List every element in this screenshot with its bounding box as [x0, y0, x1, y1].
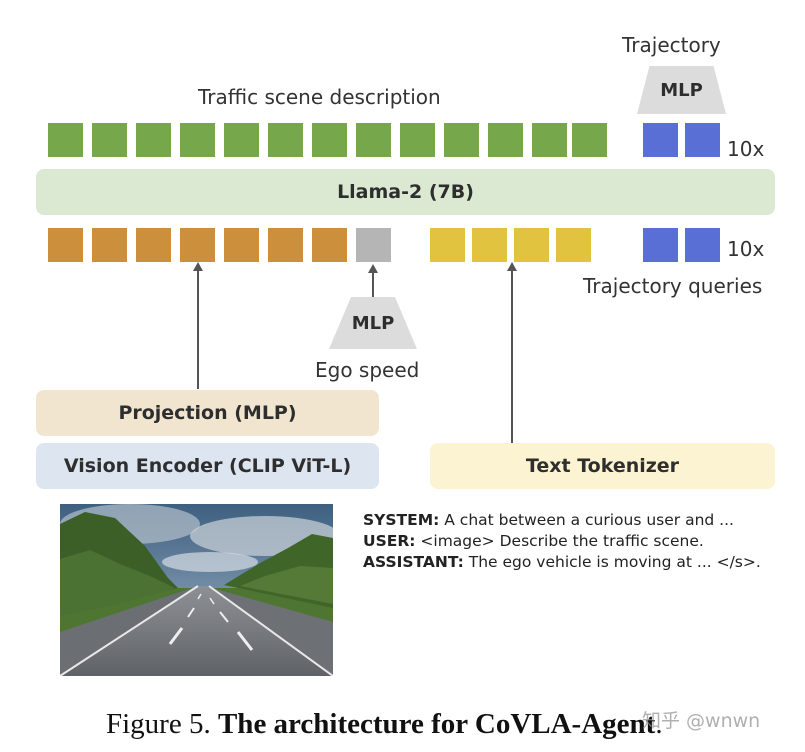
image-token — [180, 228, 215, 262]
output-token — [268, 123, 303, 157]
output-token — [444, 123, 479, 157]
projection-mlp-label: Projection (MLP) — [118, 402, 297, 424]
user-text: <image> Describe the traffic scene. — [415, 532, 704, 550]
ego-speed-label: Ego speed — [315, 358, 420, 382]
assistant-line: ASSISTANT: The ego vehicle is moving at … — [363, 552, 761, 573]
trajectory-query-token — [643, 228, 678, 262]
traffic-scene-image — [60, 504, 333, 676]
output-token — [312, 123, 347, 157]
output-token — [572, 123, 607, 157]
trajectory-query-token — [685, 228, 720, 262]
llama-model-label: Llama-2 (7B) — [337, 181, 474, 203]
output-token — [180, 123, 215, 157]
system-key: SYSTEM: — [363, 511, 440, 529]
image-token — [268, 228, 303, 262]
text-tokenizer-bar: Text Tokenizer — [430, 443, 775, 489]
figure-caption: Figure 5. The architecture for CoVLA-Age… — [106, 708, 663, 741]
output-token — [400, 123, 435, 157]
repeat-count-bottom: 10x — [727, 237, 765, 261]
assistant-text: The ego vehicle is moving at ... </s>. — [463, 553, 761, 571]
text-token — [556, 228, 591, 262]
caption-suffix: . — [655, 708, 663, 740]
text-token — [514, 228, 549, 262]
image-token — [136, 228, 171, 262]
chat-prompt: SYSTEM: A chat between a curious user an… — [363, 510, 761, 573]
projection-mlp-bar: Projection (MLP) — [36, 390, 379, 436]
output-token — [356, 123, 391, 157]
mlp-speed-label: MLP — [351, 312, 395, 334]
assistant-key: ASSISTANT: — [363, 553, 464, 571]
mlp-trajectory-head: MLP — [637, 66, 726, 114]
system-text: A chat between a curious user and ... — [439, 511, 734, 529]
vision-encoder-label: Vision Encoder (CLIP ViT-L) — [63, 455, 352, 477]
image-token — [224, 228, 259, 262]
output-token — [92, 123, 127, 157]
speed-token — [356, 228, 391, 262]
output-token — [488, 123, 523, 157]
image-token — [312, 228, 347, 262]
image-token — [48, 228, 83, 262]
text-tokenizer-label: Text Tokenizer — [525, 455, 680, 477]
output-token — [532, 123, 567, 157]
watermark: 知乎 @wnwn — [642, 710, 761, 732]
trajectory-output-token — [643, 123, 678, 157]
caption-title: The architecture for CoVLA-Agent — [217, 708, 656, 740]
trajectory-output-token — [685, 123, 720, 157]
text-token — [430, 228, 465, 262]
output-token — [224, 123, 259, 157]
trajectory-queries-label: Trajectory queries — [583, 274, 763, 298]
text-token — [472, 228, 507, 262]
traffic-scene-description-label: Traffic scene description — [198, 85, 441, 109]
repeat-count-top: 10x — [727, 137, 765, 161]
caption-prefix: Figure 5. — [106, 708, 218, 740]
trajectory-label: Trajectory — [622, 33, 721, 57]
output-token — [48, 123, 83, 157]
vision-encoder-bar: Vision Encoder (CLIP ViT-L) — [36, 443, 379, 489]
output-token — [136, 123, 171, 157]
mlp-speed-block: MLP — [329, 297, 417, 349]
mlp-trajectory-label: MLP — [660, 79, 703, 101]
user-line: USER: <image> Describe the traffic scene… — [363, 531, 761, 552]
image-token — [92, 228, 127, 262]
llama-model-bar: Llama-2 (7B) — [36, 169, 775, 215]
user-key: USER: — [363, 532, 416, 550]
system-line: SYSTEM: A chat between a curious user an… — [363, 510, 761, 531]
